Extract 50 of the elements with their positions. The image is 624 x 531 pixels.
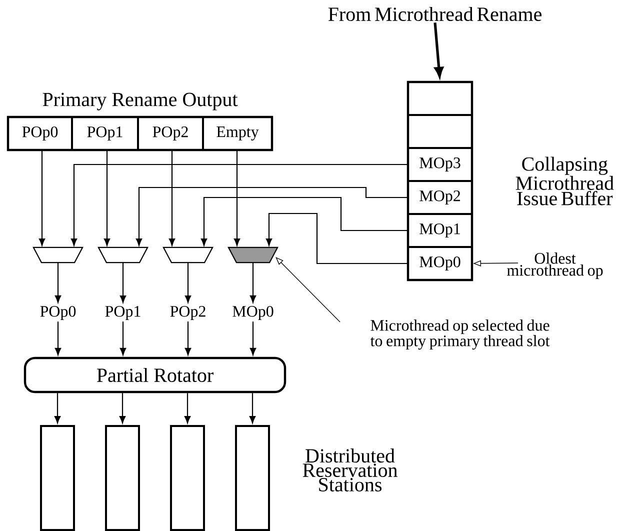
text-label: POp0 (40, 306, 76, 320)
register-cell: Empty (202, 116, 273, 151)
leader-arrow (276, 257, 340, 322)
arrow (250, 322, 256, 356)
arrow (234, 151, 240, 246)
register-cell: MOp3 (407, 147, 473, 182)
multiplexer (98, 246, 148, 264)
arrow (200, 196, 407, 246)
register-cell (407, 81, 473, 116)
text-label: Microthread op selected due to empty primary thread slot (370, 320, 550, 350)
arrow (184, 262, 192, 303)
text-label: POp2 (170, 306, 206, 320)
text-label: Oldest microthread op (507, 252, 603, 279)
arrow (136, 186, 407, 246)
heading: Collapsing Microthread Issue Buffer (516, 156, 614, 206)
arrow (104, 151, 110, 246)
arrow (54, 262, 62, 303)
arrow (54, 393, 61, 424)
arrow (120, 262, 126, 303)
arrow (266, 212, 407, 264)
reservation-station (235, 425, 270, 531)
rotator-box: Partial Rotator (24, 356, 286, 394)
multiplexer (162, 246, 214, 264)
arrow (38, 151, 46, 246)
arrow (184, 393, 191, 424)
register-cell: POp1 (71, 116, 139, 151)
multiplexer (228, 246, 278, 264)
arrow (250, 262, 256, 303)
caption-text: Distributed Reservation Stations (302, 448, 398, 492)
arrow (184, 322, 192, 356)
arrow (120, 322, 126, 356)
arrow (119, 393, 126, 424)
arrow (249, 393, 256, 424)
register-cell: MOp1 (407, 213, 473, 248)
arrow (70, 164, 407, 246)
reservation-station (105, 425, 140, 531)
text-label: POp1 (105, 306, 140, 320)
multiplexer (32, 246, 84, 264)
arrow (168, 151, 176, 246)
reservation-station (170, 425, 205, 531)
text-label: From Microthread Rename (328, 6, 542, 22)
register-cell: MOp0 (407, 246, 473, 281)
text-label: MOp0 (232, 306, 274, 320)
register-cell: MOp2 (407, 180, 473, 215)
reservation-station (40, 425, 75, 531)
register-cell: POp2 (137, 116, 204, 151)
arrow (54, 322, 62, 356)
register-cell: POp0 (7, 116, 73, 151)
heading: Primary Rename Output (42, 92, 238, 110)
register-cell (407, 114, 473, 149)
